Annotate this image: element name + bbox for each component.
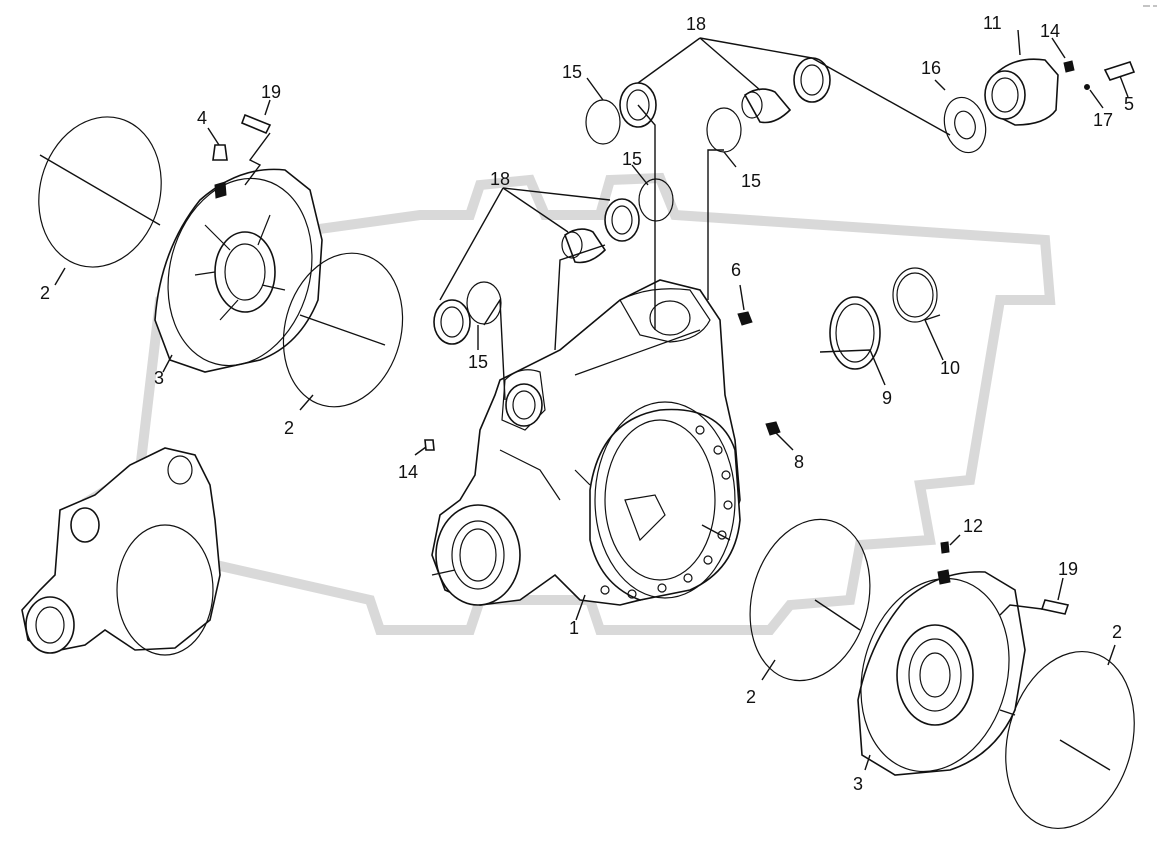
callout-3-left: 3 bbox=[154, 368, 164, 388]
callout-19-left: 19 bbox=[261, 82, 281, 102]
callout-11: 11 bbox=[983, 13, 1002, 33]
callout-14-top: 14 bbox=[1040, 21, 1060, 41]
callout-9: 9 bbox=[882, 388, 892, 408]
callout-18-top: 18 bbox=[686, 14, 706, 34]
callout-5: 5 bbox=[1124, 94, 1134, 114]
callout-2-left-middle: 2 bbox=[284, 418, 294, 438]
callout-1: 1 bbox=[569, 618, 579, 638]
bushing-set bbox=[561, 88, 792, 264]
callout-16: 16 bbox=[921, 58, 941, 78]
callout-14-left: 14 bbox=[398, 462, 418, 482]
housing-thumbnail bbox=[21, 447, 221, 656]
leader-lines bbox=[39, 29, 1129, 771]
callout-2-right-lower: 2 bbox=[746, 687, 756, 707]
callout-2-right-upper: 2 bbox=[1112, 622, 1122, 642]
axle-housing-part bbox=[431, 279, 741, 606]
callout-15-lower: 15 bbox=[468, 352, 488, 372]
callout-15-center: 15 bbox=[622, 149, 642, 169]
flange-cover-left bbox=[154, 168, 323, 373]
callout-15-top-left: 15 bbox=[562, 62, 582, 82]
flange-cover-right bbox=[857, 569, 1026, 776]
callout-19-right: 19 bbox=[1058, 559, 1078, 579]
callout-12: 12 bbox=[963, 516, 983, 536]
callout-2-top-left: 2 bbox=[40, 283, 50, 303]
callout-15-right: 15 bbox=[741, 171, 761, 191]
retaining-rings bbox=[829, 267, 938, 370]
callout-18-middle: 18 bbox=[490, 169, 510, 189]
callout-labels: 18 15 15 15 18 15 11 14 16 5 17 19 4 2 3… bbox=[40, 13, 1134, 794]
callout-17: 17 bbox=[1093, 110, 1113, 130]
callout-8: 8 bbox=[794, 452, 804, 472]
callout-10: 10 bbox=[940, 358, 960, 378]
bearing-cap-part bbox=[943, 58, 1136, 154]
callout-6: 6 bbox=[731, 260, 741, 280]
callout-4: 4 bbox=[197, 108, 207, 128]
gasket-rings bbox=[38, 116, 1135, 830]
callout-3-right: 3 bbox=[853, 774, 863, 794]
housing-bolt-holes bbox=[600, 425, 733, 599]
fastener-set bbox=[212, 113, 1070, 615]
